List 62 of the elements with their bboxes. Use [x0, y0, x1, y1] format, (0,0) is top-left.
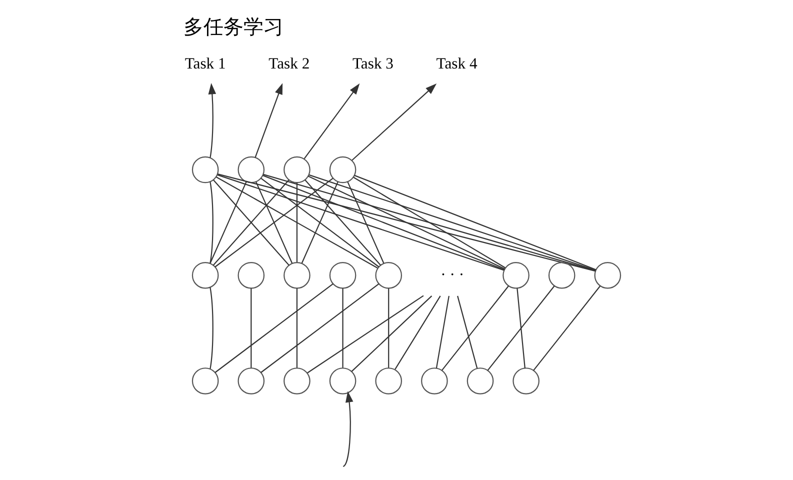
- connector: [350, 296, 432, 372]
- arrow: [351, 84, 436, 161]
- node-text: · · ·: [440, 266, 464, 284]
- connector: [209, 182, 246, 264]
- node-circle: [237, 156, 264, 184]
- node-circle: [237, 368, 264, 394]
- connector: [435, 296, 450, 368]
- connector: [209, 287, 213, 369]
- connector: [516, 288, 525, 368]
- connector: [214, 283, 333, 373]
- node-circle: [374, 262, 402, 289]
- connector: [260, 283, 379, 373]
- connector: [216, 174, 504, 271]
- connector: [486, 286, 554, 371]
- connector: [296, 182, 298, 262]
- connector: [300, 182, 338, 264]
- node-text: Task 4: [436, 55, 477, 72]
- node-circle: [191, 156, 218, 184]
- node-circle: [283, 262, 310, 289]
- connector: [307, 176, 504, 270]
- connector: [532, 286, 600, 371]
- node-circle: [502, 262, 529, 289]
- arrow: [254, 83, 282, 158]
- connector: [388, 288, 389, 368]
- node-circle: [548, 262, 575, 289]
- connector: [262, 174, 504, 270]
- connector: [250, 288, 252, 368]
- connector: [214, 178, 333, 268]
- node-circle: [328, 262, 356, 289]
- node-circle: [191, 368, 218, 394]
- node-circle: [594, 262, 621, 289]
- connector: [296, 288, 298, 368]
- diagram-title: 多任务学习: [182, 14, 283, 38]
- node-circle: [328, 156, 356, 184]
- arrow: [208, 83, 216, 158]
- connector: [260, 178, 379, 268]
- connector: [456, 296, 478, 368]
- connector: [215, 176, 378, 268]
- node-circle: [191, 262, 218, 289]
- connector: [209, 182, 213, 264]
- node-circle: [283, 156, 310, 184]
- node-circle: [374, 368, 402, 394]
- node-text: Task 1: [184, 55, 226, 72]
- connector: [255, 182, 292, 264]
- arrow: [303, 83, 360, 159]
- node-circle: [420, 368, 448, 394]
- connector: [306, 295, 424, 374]
- node-circle: [237, 262, 264, 289]
- connector: [304, 180, 381, 266]
- node-circle: [328, 368, 356, 394]
- arrow: [342, 391, 353, 467]
- connector: [354, 174, 596, 270]
- node-text: Task 3: [352, 55, 393, 72]
- node-circle: [512, 368, 539, 394]
- node-circle: [283, 368, 310, 394]
- connector: [352, 176, 505, 268]
- connector: [342, 288, 343, 368]
- connector: [394, 296, 440, 370]
- connector: [441, 286, 508, 371]
- node-text: Task 2: [268, 55, 310, 72]
- node-circle: [466, 368, 494, 394]
- connector: [346, 182, 384, 264]
